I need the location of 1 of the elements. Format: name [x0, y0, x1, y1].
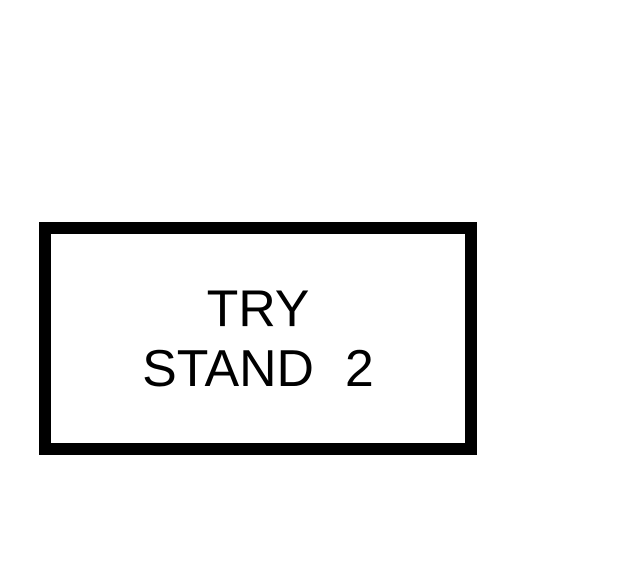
stand-box: TRY STAND 2 [39, 222, 477, 455]
